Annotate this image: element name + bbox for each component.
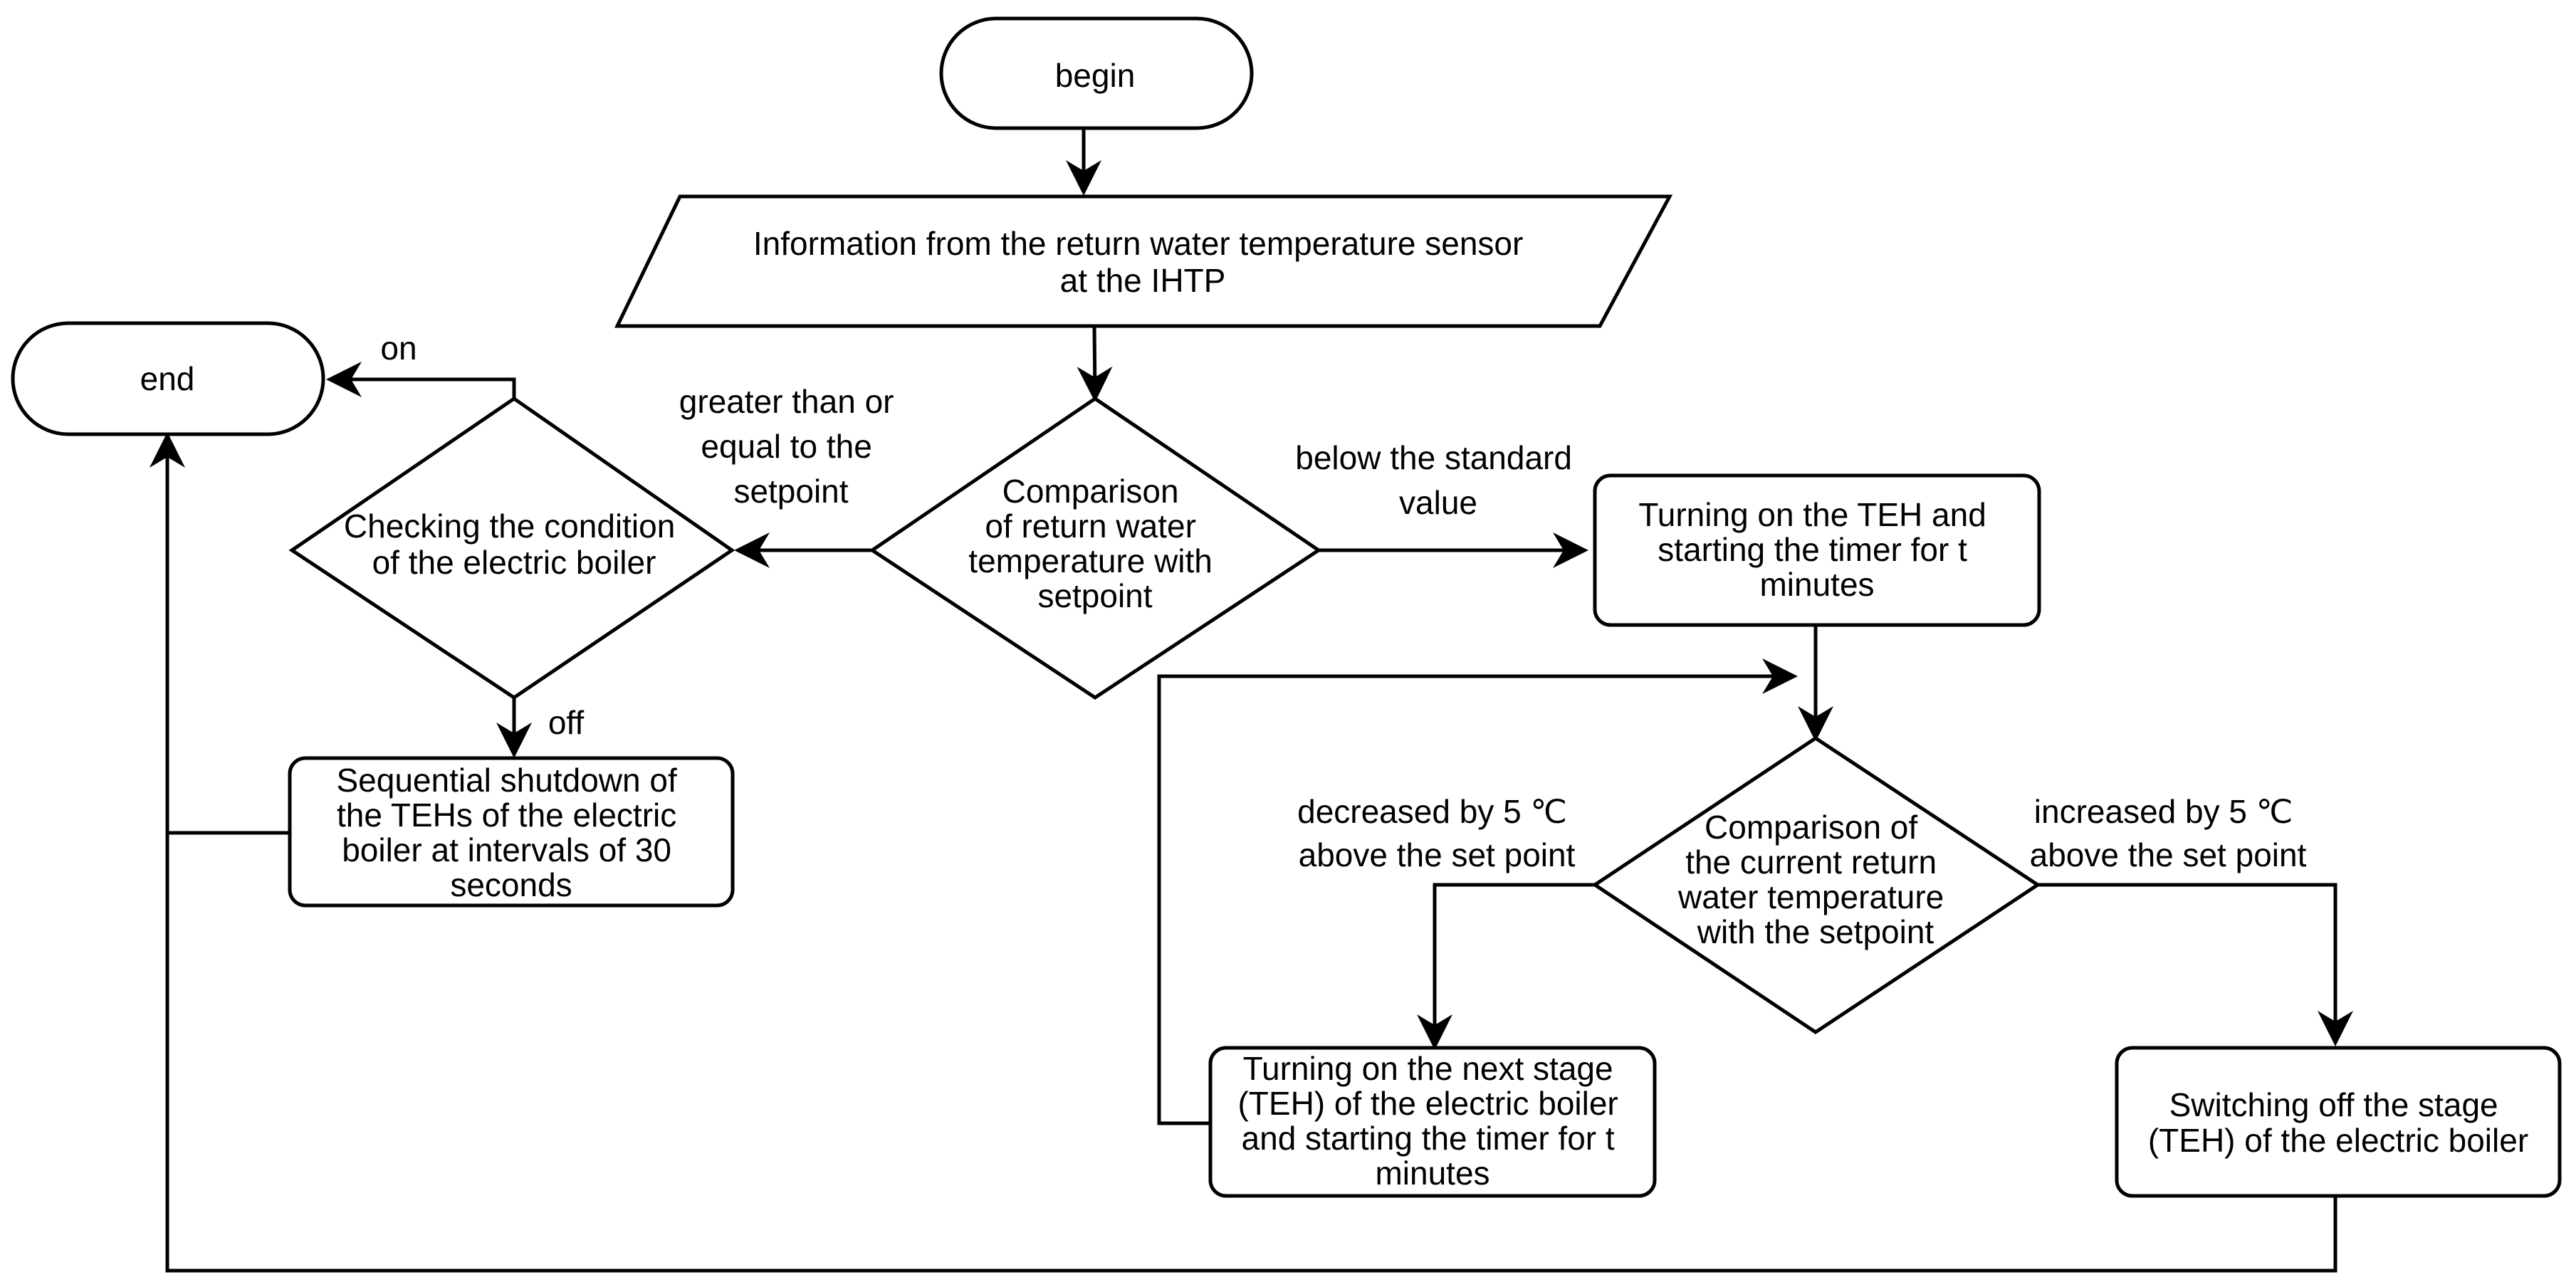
compare-setpoint-label-line: Comparison (1002, 473, 1179, 510)
compare-current-decision (1591, 736, 2041, 1035)
shutdown-process (288, 756, 735, 908)
compare-setpoint-label-line: temperature with (968, 542, 1213, 579)
edge-label-below: below the standard value (1295, 439, 1581, 521)
compare-setpoint-label-line: setpoint (1037, 577, 1152, 614)
edge-label-greater-line: equal to the (701, 428, 871, 465)
edge-label-increased-line: increased by 5 ℃ (2034, 793, 2293, 830)
edge-increased-to-switch-off (2038, 883, 2353, 1046)
compare-current-label: Comparison of the current return water t… (1677, 809, 1953, 950)
shutdown-label: Sequential shutdown of the TEHs of the e… (336, 762, 686, 903)
compare-current-label-line: water temperature (1677, 878, 1944, 915)
turn-on-teh-process (1593, 473, 2041, 627)
connectors (150, 128, 2353, 1273)
edge-decreased-to-next-stage (1417, 883, 1595, 1050)
edge-label-greater-line: greater than or (679, 383, 894, 420)
compare-setpoint-label: Comparison of return water temperature w… (968, 473, 1221, 614)
edge-switch-off-to-end (165, 833, 2337, 1273)
edge-shutdown-to-end (150, 432, 290, 835)
shutdown-label-line: the TEHs of the electric (337, 797, 676, 834)
edge-label-off: off (548, 704, 585, 741)
edge-label-decreased-line: above the set point (1299, 836, 1576, 873)
compare-current-label-line: Comparison of (1705, 809, 1917, 846)
edge-label-below-line: below the standard (1295, 439, 1572, 476)
edge-label-below-line: value (1399, 484, 1477, 521)
input-label-line: at the IHTP (1060, 262, 1226, 299)
turn-on-teh-label: Turning on the TEH and starting the time… (1638, 496, 1995, 603)
shutdown-label-line: Sequential shutdown of (336, 762, 676, 799)
check-boiler-label: Checking the condition of the electric b… (344, 508, 684, 581)
edge-label-on: on (380, 330, 417, 367)
check-boiler-decision (288, 396, 735, 700)
edge-next-stage-loop (1157, 658, 1798, 1125)
edge-label-increased-line: above the set point (2030, 836, 2307, 873)
node-labels: begin Information from the return water … (140, 57, 2529, 1192)
compare-setpoint-decision (869, 396, 1322, 700)
begin-label-line: begin (1055, 57, 1136, 94)
next-stage-label-line: and starting the timer for t (1242, 1120, 1615, 1157)
begin-label: begin (1055, 57, 1136, 94)
edge-labels: greater than or equal to the setpoint be… (380, 330, 2306, 873)
shutdown-label-line: boiler at intervals of 30 (342, 831, 671, 868)
input-label: Information from the return water temper… (753, 225, 1532, 299)
begin-terminator (939, 16, 1254, 130)
edge-label-off-line: off (548, 704, 585, 741)
compare-setpoint-label-line: of return water (985, 508, 1196, 545)
edge-on-to-end (326, 362, 516, 399)
switch-off-label-line: (TEH) of the electric boiler (2148, 1122, 2528, 1159)
edge-input-to-compare (1077, 325, 1113, 402)
next-stage-label: Turning on the next stage (TEH) of the e… (1237, 1050, 1627, 1192)
edge-label-increased: increased by 5 ℃ above the set point (2030, 793, 2307, 873)
end-terminator (11, 321, 325, 436)
check-boiler-label-line: of the electric boiler (372, 544, 656, 581)
compare-current-label-line: the current return (1685, 844, 1937, 881)
shapes (11, 16, 2562, 1198)
edge-label-decreased-line: decreased by 5 ℃ (1297, 793, 1567, 830)
next-stage-label-line: (TEH) of the electric boiler (1237, 1085, 1618, 1122)
edge-label-decreased: decreased by 5 ℃ above the set point (1297, 793, 1576, 873)
compare-current-label-line: with the setpoint (1697, 913, 1934, 950)
next-stage-label-line: Turning on the next stage (1243, 1050, 1613, 1087)
end-label: end (140, 360, 195, 397)
shutdown-label-line: seconds (450, 866, 572, 903)
input-label-line: Information from the return water temper… (753, 225, 1523, 262)
edge-label-greater: greater than or equal to the setpoint (679, 383, 904, 510)
check-boiler-label-line: Checking the condition (344, 508, 675, 545)
end-label-line: end (140, 360, 195, 397)
edge-label-on-line: on (380, 330, 417, 367)
switch-off-process (2115, 1046, 2562, 1198)
next-stage-process (1208, 1046, 1657, 1198)
input-data-parallelogram (614, 194, 1673, 328)
switch-off-label: Switching off the stage (TEH) of the ele… (2148, 1086, 2528, 1159)
turn-on-teh-label-line: starting the timer for t (1658, 531, 1967, 568)
switch-off-label-line: Switching off the stage (2169, 1086, 2498, 1123)
next-stage-label-line: minutes (1375, 1155, 1489, 1192)
turn-on-teh-label-line: Turning on the TEH and (1638, 496, 1986, 533)
turn-on-teh-label-line: minutes (1759, 566, 1874, 603)
edge-label-greater-line: setpoint (733, 473, 848, 510)
